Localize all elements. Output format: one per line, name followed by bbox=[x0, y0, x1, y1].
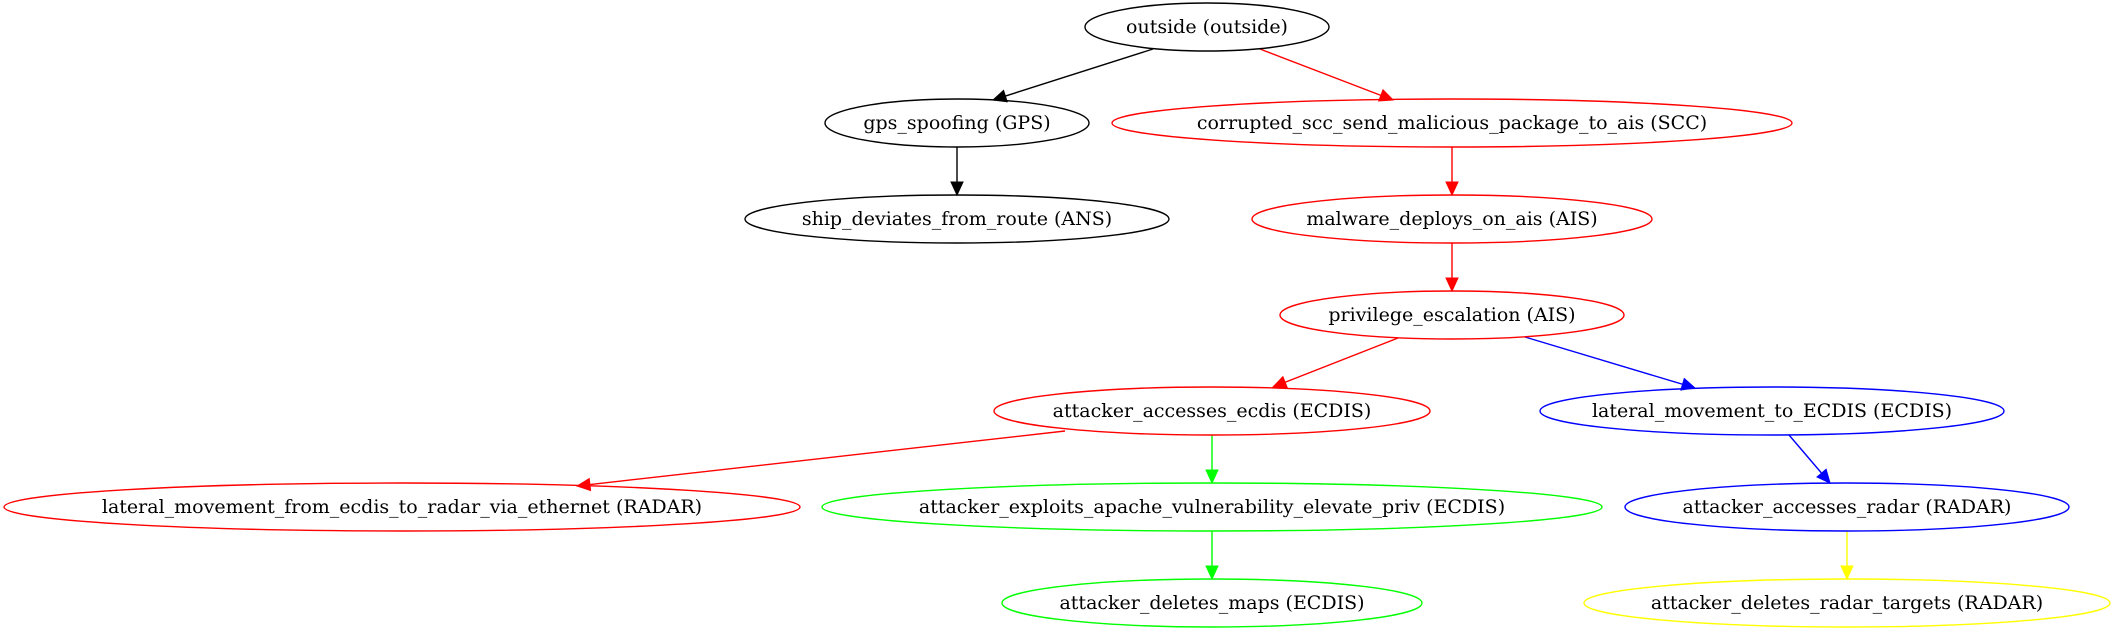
node-label: attacker_accesses_ecdis (ECDIS) bbox=[1053, 400, 1372, 422]
node-ellipse bbox=[1111, 98, 1793, 148]
arrowhead-icon bbox=[1205, 565, 1219, 581]
node-label: corrupted_scc_send_malicious_package_to_… bbox=[1197, 112, 1707, 134]
node-radar: attacker_accesses_radar (RADAR) bbox=[1624, 482, 2070, 532]
edge-outside-scc bbox=[1259, 48, 1395, 102]
node-ellipse bbox=[1624, 482, 2070, 532]
node-apache: attacker_exploits_apache_vulnerability_e… bbox=[821, 482, 1603, 532]
node-ellipse bbox=[1539, 386, 2005, 436]
edge-ecdis-latradar bbox=[575, 430, 1066, 492]
node-maps: attacker_deletes_maps (ECDIS) bbox=[1001, 578, 1423, 628]
node-ellipse bbox=[1001, 578, 1423, 628]
node-ellipse bbox=[993, 386, 1431, 436]
edge-line bbox=[1788, 434, 1823, 474]
edge-line bbox=[1284, 337, 1399, 383]
node-priv: privilege_escalation (AIS) bbox=[1279, 290, 1625, 340]
node-ellipse bbox=[3, 482, 801, 532]
node-ellipse bbox=[744, 194, 1170, 244]
node-ecdis: attacker_accesses_ecdis (ECDIS) bbox=[993, 386, 1431, 436]
arrowhead-icon bbox=[1205, 469, 1219, 485]
node-label: malware_deploys_on_ais (AIS) bbox=[1306, 208, 1597, 230]
edge-line bbox=[589, 430, 1066, 486]
edges-layer bbox=[575, 48, 1854, 581]
edge-priv-ecdis bbox=[1271, 337, 1399, 389]
edge-priv-latecdis bbox=[1524, 336, 1697, 391]
edge-line bbox=[1005, 48, 1154, 97]
edge-apache-maps bbox=[1205, 531, 1219, 581]
arrowhead-icon bbox=[1840, 565, 1854, 581]
node-gps: gps_spoofing (GPS) bbox=[824, 98, 1090, 148]
edge-ecdis-apache bbox=[1205, 435, 1219, 485]
node-ellipse bbox=[1583, 578, 2111, 628]
node-label: lateral_movement_from_ecdis_to_radar_via… bbox=[102, 496, 702, 518]
node-ellipse bbox=[1251, 194, 1653, 244]
node-ellipse bbox=[821, 482, 1603, 532]
nodes-layer: outside (outside) gps_spoofing (GPS) corru… bbox=[3, 2, 2111, 628]
edge-scc-malware bbox=[1445, 147, 1459, 197]
node-label: lateral_movement_to_ECDIS (ECDIS) bbox=[1592, 400, 1952, 422]
node-malware: malware_deploys_on_ais (AIS) bbox=[1251, 194, 1653, 244]
arrowhead-icon bbox=[1377, 88, 1395, 102]
node-latecdis: lateral_movement_to_ECDIS (ECDIS) bbox=[1539, 386, 2005, 436]
node-scc: corrupted_scc_send_malicious_package_to_… bbox=[1111, 98, 1793, 148]
arrowhead-icon bbox=[950, 181, 964, 197]
node-label: outside (outside) bbox=[1126, 16, 1288, 38]
node-label: attacker_deletes_maps (ECDIS) bbox=[1059, 592, 1364, 614]
node-label: privilege_escalation (AIS) bbox=[1328, 304, 1575, 326]
node-label: attacker_exploits_apache_vulnerability_e… bbox=[919, 496, 1505, 518]
node-ellipse bbox=[824, 98, 1090, 148]
edge-malware-priv bbox=[1445, 243, 1459, 293]
edge-radar-targets bbox=[1840, 531, 1854, 581]
edge-gps-ans bbox=[950, 147, 964, 197]
arrowhead-icon bbox=[1816, 468, 1831, 484]
node-ellipse bbox=[1084, 2, 1330, 52]
arrowhead-icon bbox=[1445, 277, 1459, 293]
arrowhead-icon bbox=[575, 477, 592, 492]
edge-line bbox=[1259, 48, 1382, 96]
node-ans: ship_deviates_from_route (ANS) bbox=[744, 194, 1170, 244]
edge-line bbox=[1524, 336, 1683, 385]
arrowhead-icon bbox=[1445, 181, 1459, 197]
node-latradar: lateral_movement_from_ecdis_to_radar_via… bbox=[3, 482, 801, 532]
node-label: gps_spoofing (GPS) bbox=[863, 112, 1050, 134]
edge-outside-gps bbox=[991, 48, 1154, 103]
arrowhead-icon bbox=[1271, 375, 1289, 389]
node-targets: attacker_deletes_radar_targets (RADAR) bbox=[1583, 578, 2111, 628]
node-outside: outside (outside) bbox=[1084, 2, 1330, 52]
edge-latecdis-radar bbox=[1788, 434, 1831, 484]
node-label: attacker_deletes_radar_targets (RADAR) bbox=[1651, 592, 2043, 614]
node-ellipse bbox=[1279, 290, 1625, 340]
node-label: attacker_accesses_radar (RADAR) bbox=[1683, 496, 2012, 518]
node-label: ship_deviates_from_route (ANS) bbox=[802, 208, 1112, 230]
